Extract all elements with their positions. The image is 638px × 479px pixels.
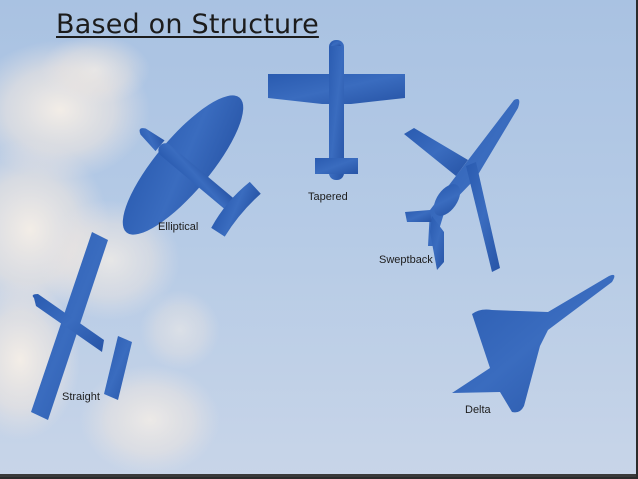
delta-plane-icon — [452, 274, 615, 413]
elliptical-label: Elliptical — [158, 221, 199, 233]
sweptback-label: Sweptback — [379, 254, 433, 266]
bottom-border — [0, 474, 636, 477]
straight-plane-icon — [31, 232, 132, 420]
elliptical-plane-icon — [122, 95, 261, 237]
slide-title: Based on Structure — [56, 9, 319, 40]
straight-label: Straight — [62, 391, 100, 403]
delta-label: Delta — [465, 404, 491, 416]
tapered-plane-icon — [268, 40, 405, 180]
tapered-label: Tapered — [308, 191, 348, 203]
sweptback-plane-icon — [404, 99, 520, 272]
